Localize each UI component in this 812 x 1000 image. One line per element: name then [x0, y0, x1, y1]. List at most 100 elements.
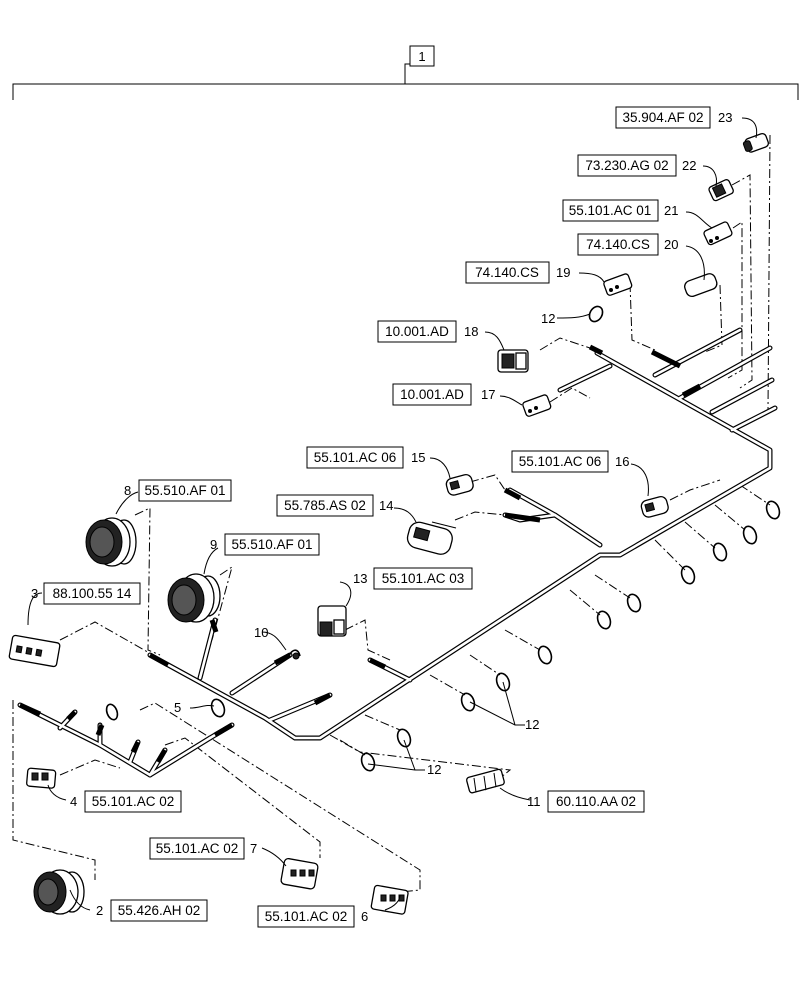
callout-16-ref: 55.101.AC 06 [519, 454, 602, 469]
callout-12-top: 12 [541, 311, 555, 326]
connector-15-icon [445, 473, 474, 496]
callout-11-ref: 60.110.AA 02 [556, 794, 636, 809]
callout-19: 74.140.CS 19 [465, 261, 570, 284]
callout-12-low: 12 [427, 762, 441, 777]
callout-15: 55.101.AC 06 15 [306, 446, 425, 469]
callout-5: 5 [174, 700, 181, 715]
connector-7-icon [280, 857, 319, 890]
callout-4-ref: 55.101.AC 02 [92, 794, 175, 809]
connector-22-icon [708, 179, 734, 202]
callout-21-num: 21 [664, 203, 678, 218]
callout-15-ref: 55.101.AC 06 [314, 450, 397, 465]
callout-12-mid-num: 12 [525, 717, 539, 732]
connector-16-icon [640, 495, 669, 518]
callout-4: 4 55.101.AC 02 [70, 790, 182, 813]
callout-11-num: 11 [527, 794, 541, 809]
clip-icon [495, 672, 511, 692]
callout-8-num: 8 [124, 483, 131, 498]
callout-17: 10.001.AD 17 [392, 383, 495, 406]
callout-3-num: 3 [31, 586, 38, 601]
callout-2-ref: 55.426.AH 02 [118, 903, 201, 918]
clip-icon [396, 728, 412, 748]
clip-icon [712, 542, 728, 562]
callout-17-num: 17 [481, 387, 495, 402]
callout-labels: 35.904.AF 02 23 73.230.AG 02 22 55.101.A… [31, 106, 732, 928]
callout-7: 55.101.AC 02 7 [149, 837, 257, 860]
assembly-bracket: 1 [12, 45, 799, 100]
callout-9-num: 9 [210, 537, 217, 552]
callout-12-mid: 12 [525, 717, 539, 732]
clip-icon [742, 525, 758, 545]
connector-13-icon [317, 605, 347, 637]
callout-22: 73.230.AG 02 22 [577, 154, 696, 177]
connector-20-icon [684, 273, 718, 297]
callout-12-top-num: 12 [541, 311, 555, 326]
connector-10-icon [287, 649, 301, 660]
callout-9-ref: 55.510.AF 01 [231, 537, 312, 552]
callout-20-num: 20 [664, 237, 678, 252]
callout-8: 8 55.510.AF 01 [124, 479, 232, 502]
callout-18: 10.001.AD 18 [377, 320, 478, 343]
callout-20-ref: 74.140.CS [586, 237, 650, 252]
callout-14-num: 14 [379, 498, 393, 513]
connector-21-icon [703, 221, 733, 246]
connector-6-icon [370, 884, 409, 915]
connector-2-icon [33, 869, 85, 915]
connector-3-icon [8, 634, 61, 668]
callout-2: 2 55.426.AH 02 [96, 899, 208, 922]
connector-14-icon [406, 521, 457, 555]
connector-23-icon [742, 132, 769, 153]
clip-icon [210, 698, 226, 718]
callout-10: 10 [254, 625, 268, 640]
callout-19-num: 19 [556, 265, 570, 280]
callout-13-ref: 55.101.AC 03 [382, 571, 465, 586]
clip-icon [360, 752, 376, 772]
clip-icon [537, 645, 553, 665]
callout-14-ref: 55.785.AS 02 [284, 498, 366, 513]
connector-4-icon [26, 767, 57, 789]
callout-23: 35.904.AF 02 23 [615, 106, 732, 129]
callout-23-num: 23 [718, 110, 732, 125]
callout-4-num: 4 [70, 794, 77, 809]
clip-icon [588, 305, 604, 323]
callout-7-num: 7 [250, 841, 257, 856]
callout-11: 11 60.110.AA 02 [527, 790, 645, 813]
clip-icon [596, 610, 612, 630]
callout-13: 13 55.101.AC 03 [353, 567, 473, 590]
callout-10-num: 10 [254, 625, 268, 640]
callout-18-ref: 10.001.AD [385, 324, 449, 339]
callout-20: 74.140.CS 20 [577, 233, 678, 256]
callout-22-ref: 73.230.AG 02 [585, 158, 668, 173]
connector-17-icon [522, 394, 552, 417]
connectors [8, 132, 769, 915]
callout-22-num: 22 [682, 158, 696, 173]
callout-14: 55.785.AS 02 14 [276, 494, 393, 517]
callout-13-num: 13 [353, 571, 367, 586]
clip-icon [765, 500, 781, 520]
callout-2-num: 2 [96, 903, 103, 918]
clip-icon [626, 593, 642, 613]
assembly-item-number: 1 [418, 49, 425, 64]
callout-21-ref: 55.101.AC 01 [569, 203, 652, 218]
callout-8-ref: 55.510.AF 01 [144, 483, 225, 498]
callout-19-ref: 74.140.CS [475, 265, 539, 280]
connector-11-icon [466, 768, 505, 794]
callout-12-low-num: 12 [427, 762, 441, 777]
callout-7-ref: 55.101.AC 02 [156, 841, 239, 856]
callout-21: 55.101.AC 01 21 [562, 199, 678, 222]
callout-17-ref: 10.001.AD [400, 387, 464, 402]
connector-9-icon [167, 573, 221, 623]
callout-9: 9 55.510.AF 01 [210, 533, 320, 556]
clip-icon [460, 692, 476, 712]
callout-15-num: 15 [411, 450, 425, 465]
callout-3: 3 88.100.55 14 [31, 582, 141, 605]
callout-6-num: 6 [361, 909, 368, 924]
connector-19-icon [603, 273, 633, 296]
callout-5-num: 5 [174, 700, 181, 715]
harness-clips [105, 305, 781, 772]
harness-wires [17, 327, 778, 778]
callout-6: 55.101.AC 02 6 [257, 905, 368, 928]
callout-23-ref: 35.904.AF 02 [622, 110, 703, 125]
clip-icon [680, 565, 696, 585]
